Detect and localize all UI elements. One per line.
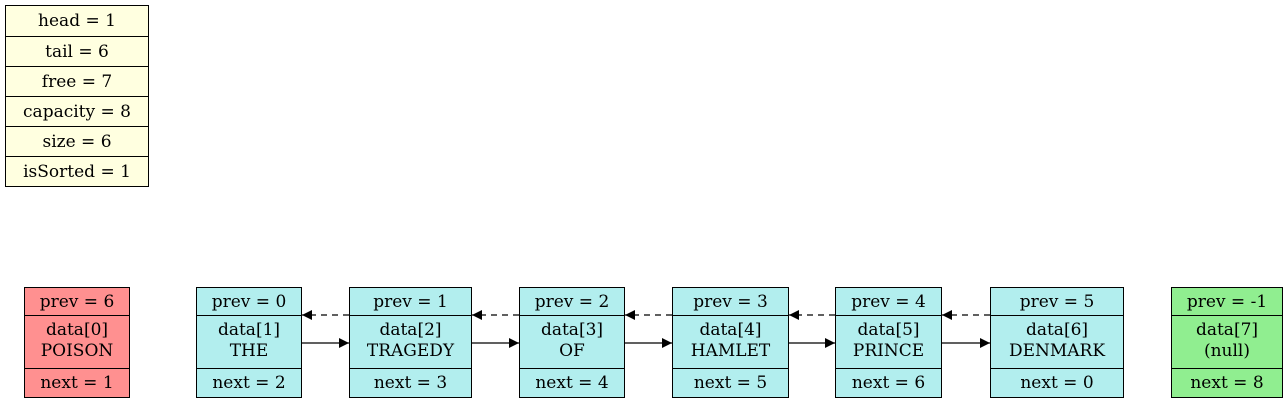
node-next: next = 5 [693, 373, 768, 393]
node-next: next = 4 [535, 373, 609, 393]
node-value: OF [559, 341, 585, 361]
node-data-label: data[3] [540, 320, 604, 340]
node-value: DENMARK [1008, 341, 1106, 361]
node-next: next = 8 [1190, 373, 1264, 393]
node-value: POISON [40, 341, 114, 361]
node-prev: prev = -1 [1172, 288, 1282, 316]
node-prev: prev = 5 [991, 288, 1123, 316]
node-6: prev = 5 data[6] DENMARK next = 0 [990, 287, 1124, 398]
node-data: data[2] TRAGEDY [350, 316, 471, 369]
node-2: prev = 1 data[2] TRAGEDY next = 3 [349, 287, 472, 398]
node-next: next = 6 [851, 373, 926, 393]
node-data: data[0] POISON [25, 316, 129, 369]
node-data-label: data[7] [1195, 320, 1259, 340]
node-next: next = 1 [40, 373, 114, 393]
node-data: data[6] DENMARK [991, 316, 1123, 369]
node-data-label: data[5] [857, 320, 920, 340]
node-data-label: data[2] [379, 320, 442, 340]
node-7: prev = -1 data[7] (null) next = 8 [1171, 287, 1283, 398]
node-1: prev = 0 data[1] THE next = 2 [196, 287, 302, 398]
node-prev: prev = 4 [836, 288, 941, 316]
info-capacity: capacity = 8 [6, 96, 148, 126]
node-next: next = 2 [212, 373, 286, 393]
node-4: prev = 3 data[4] HAMLET next = 5 [672, 287, 789, 398]
list-info-table: head = 1 tail = 6 free = 7 capacity = 8 … [5, 5, 149, 187]
node-data-label: data[1] [217, 320, 281, 340]
node-value: HAMLET [690, 341, 771, 361]
node-3: prev = 2 data[3] OF next = 4 [519, 287, 625, 398]
node-next: next = 0 [1020, 373, 1094, 393]
info-size: size = 6 [6, 126, 148, 156]
node-0: prev = 6 data[0] POISON next = 1 [24, 287, 130, 398]
node-data: data[5] PRINCE [836, 316, 941, 369]
node-prev: prev = 6 [25, 288, 129, 316]
node-data: data[3] OF [520, 316, 624, 369]
info-head: head = 1 [38, 11, 116, 31]
node-data: data[4] HAMLET [673, 316, 788, 369]
node-value: TRAGEDY [366, 341, 455, 361]
node-value: (null) [1203, 341, 1251, 361]
node-prev: prev = 0 [197, 288, 301, 316]
info-free: free = 7 [6, 66, 148, 96]
node-data-label: data[6] [1025, 320, 1089, 340]
node-data: data[7] (null) [1172, 316, 1282, 369]
info-is-sorted: isSorted = 1 [6, 156, 148, 186]
node-data: data[1] THE [197, 316, 301, 369]
node-value: THE [229, 341, 269, 361]
node-prev: prev = 2 [520, 288, 624, 316]
node-data-label: data[4] [699, 320, 762, 340]
node-next: next = 3 [373, 373, 448, 393]
node-value: PRINCE [852, 341, 925, 361]
node-5: prev = 4 data[5] PRINCE next = 6 [835, 287, 942, 398]
node-data-label: data[0] [45, 320, 109, 340]
info-tail: tail = 6 [6, 36, 148, 66]
node-prev: prev = 1 [350, 288, 471, 316]
node-prev: prev = 3 [673, 288, 788, 316]
